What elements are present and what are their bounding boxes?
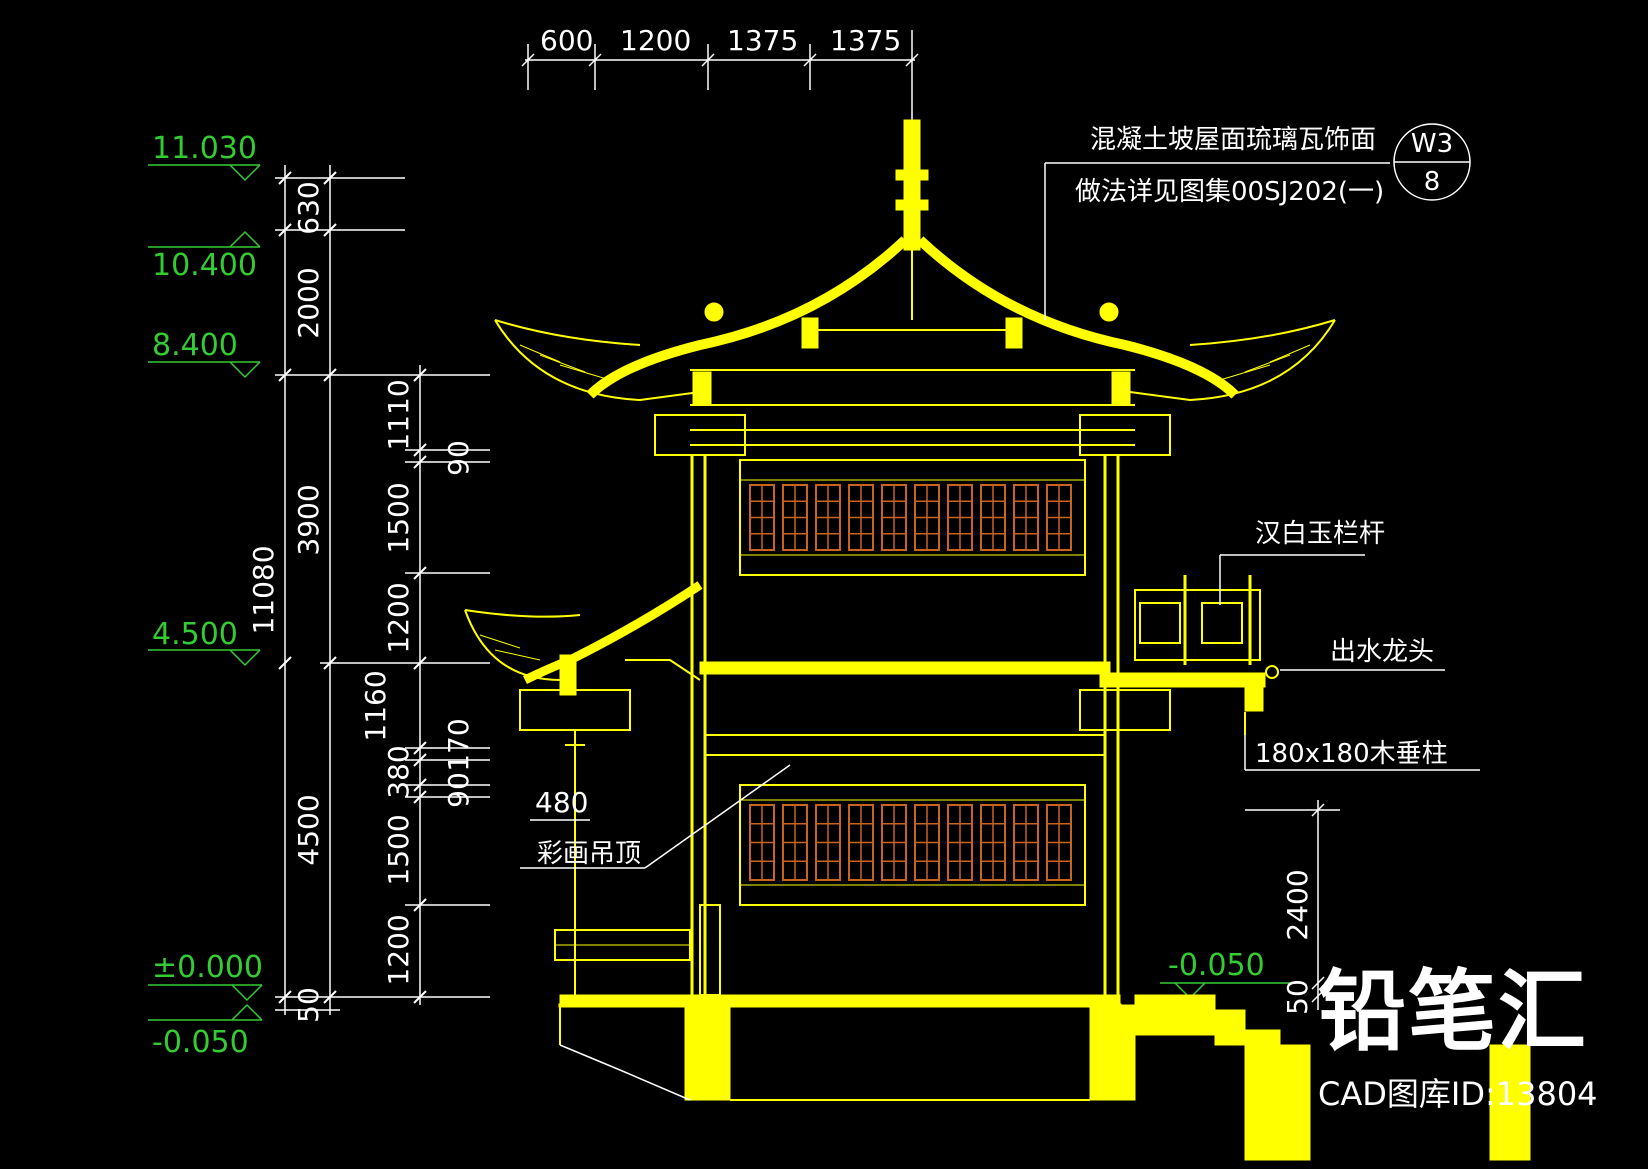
upper-window-band xyxy=(739,459,1086,576)
bracket-lower-left xyxy=(519,689,631,731)
dim-380: 380 xyxy=(382,745,415,798)
lower-window-band xyxy=(739,784,1086,906)
annotations: 混凝土坡屋面琉璃瓦饰面 做法详见图集00SJ202(一) W3 8 汉白玉栏杆 … xyxy=(520,123,1480,869)
dim-170: 170 xyxy=(442,718,475,771)
top-dim-2: 1200 xyxy=(620,24,691,57)
lower-storey xyxy=(554,784,1086,996)
detail-ref-bottom: 8 xyxy=(1424,167,1441,197)
balcony xyxy=(1079,575,1279,735)
dim-480: 480 xyxy=(535,786,588,819)
dim-total-11080: 11080 xyxy=(247,545,280,634)
level-0000: ±0.000 xyxy=(152,950,263,985)
top-dim-4: 1375 xyxy=(830,24,901,57)
level-minus-0050-left: -0.050 xyxy=(152,1025,249,1060)
bracket-lower-right xyxy=(1079,689,1171,731)
upper-roof xyxy=(494,119,1336,456)
top-dimension-chain: 600 1200 1375 1375 xyxy=(521,24,919,120)
note-ceiling: 彩画吊顶 xyxy=(537,839,641,869)
note-spout: 出水龙头 xyxy=(1330,637,1434,667)
bracket-upper-left xyxy=(654,414,746,456)
note-roof-line1: 混凝土坡屋面琉璃瓦饰面 xyxy=(1090,125,1376,155)
note-roof-line2: 做法详见图集00SJ202(一) xyxy=(1075,177,1384,207)
roof-finial xyxy=(903,119,921,251)
upper-window-panels xyxy=(749,484,1072,551)
ridge-ornament-right xyxy=(1099,302,1119,322)
note-railing: 汉白玉栏杆 xyxy=(1255,519,1385,549)
footing-left xyxy=(684,1004,731,1101)
upper-storey xyxy=(690,455,1120,1000)
footing-right xyxy=(1089,1004,1136,1101)
level-10400: 10.400 xyxy=(152,248,257,283)
level-11030: 11.030 xyxy=(152,131,257,166)
dim-1200-lower: 1200 xyxy=(382,914,415,985)
top-dim-3: 1375 xyxy=(727,24,798,57)
upper-floor-slab xyxy=(699,661,1111,675)
balcony-railing xyxy=(1134,589,1261,661)
note-pillar: 180x180木垂柱 xyxy=(1255,739,1448,769)
dim-50-left: 50 xyxy=(292,987,325,1023)
level-4500: 4.500 xyxy=(152,617,238,652)
dim-2000: 2000 xyxy=(292,267,325,338)
dim-4500: 4500 xyxy=(292,794,325,865)
dim-3900: 3900 xyxy=(292,484,325,555)
left-dimension-chains: 630 2000 3900 4500 50 11080 1110 90 1500… xyxy=(247,165,490,1023)
dim-1500-upper: 1500 xyxy=(382,482,415,553)
bracket-upper-right xyxy=(1079,414,1171,456)
dim-1160: 1160 xyxy=(359,670,392,741)
lower-window-panels xyxy=(749,804,1072,881)
level-markers: 11.030 10.400 8.400 4.500 ±0.000 -0.050 … xyxy=(148,131,1290,1060)
water-spout xyxy=(1265,665,1279,679)
lower-eave xyxy=(464,581,703,1000)
dim-1500-lower: 1500 xyxy=(382,814,415,885)
top-dim-1: 600 xyxy=(540,24,593,57)
level-minus-0050-right: -0.050 xyxy=(1168,948,1265,983)
ridge-ornament-left xyxy=(704,302,724,322)
brand-id-text: CAD图库ID:13804 xyxy=(1318,1075,1598,1113)
brand-logo-text: 铅笔汇 xyxy=(1318,960,1589,1063)
dim-1200-upper: 1200 xyxy=(382,582,415,653)
dim-2400: 2400 xyxy=(1281,869,1314,940)
level-8400: 8.400 xyxy=(152,328,238,363)
dim-50-right: 50 xyxy=(1281,979,1314,1015)
dim-1110: 1110 xyxy=(382,379,415,450)
detail-ref-top: W3 xyxy=(1411,129,1453,159)
balcony-slab xyxy=(1099,672,1266,688)
foundation xyxy=(558,994,1531,1161)
dim-630: 630 xyxy=(292,181,325,234)
right-dimension-2400: 2400 50 xyxy=(1245,800,1340,1015)
dim-90-lower: 90 xyxy=(442,772,475,808)
dim-90-upper: 90 xyxy=(442,440,475,476)
